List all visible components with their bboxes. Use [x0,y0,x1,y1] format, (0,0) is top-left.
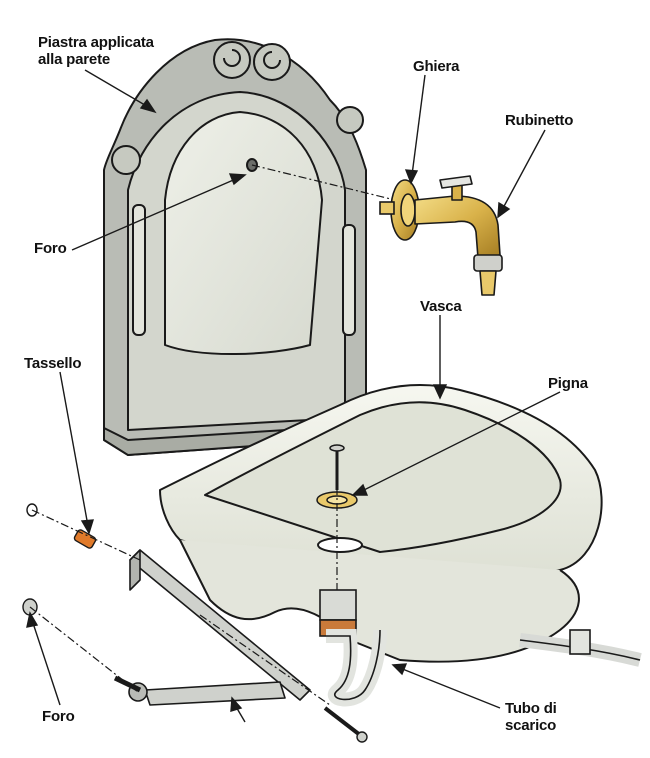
label-tap: Rubinetto [505,112,574,129]
label-wall-plate: Piastra applicata alla parete [38,34,154,68]
label-hole-bottom: Foro [42,708,75,725]
dowel [73,529,97,549]
label-wall-plate-line1: Piastra applicata [38,34,154,51]
axis-line-bottom [29,606,139,693]
basin [159,384,603,663]
label-drain-plug: Pigna [548,375,588,392]
long-screw [323,706,368,743]
label-dowel: Tassello [24,355,82,372]
flexible-hose [519,629,642,667]
leader-arrows [26,69,561,723]
support-bracket [129,549,311,701]
tap [414,175,503,296]
axis-line-basin [199,614,331,706]
label-drain-pipe-line1: Tubo di [505,700,557,717]
label-ring-nut: Ghiera [413,58,460,75]
drain-pipe [319,589,387,707]
label-hole-top: Foro [34,240,67,257]
axis-line-dowel [31,509,141,561]
label-basin: Vasca [420,298,462,315]
ring-nut [379,179,420,241]
label-drain-pipe-line2: scarico [505,717,557,734]
wall-plate [103,38,367,456]
lower-arm [128,681,286,706]
wall-washer-top [26,503,38,517]
label-wall-plate-line2: alla parete [38,51,111,68]
label-drain-pipe: Tubo di scarico [505,700,557,734]
